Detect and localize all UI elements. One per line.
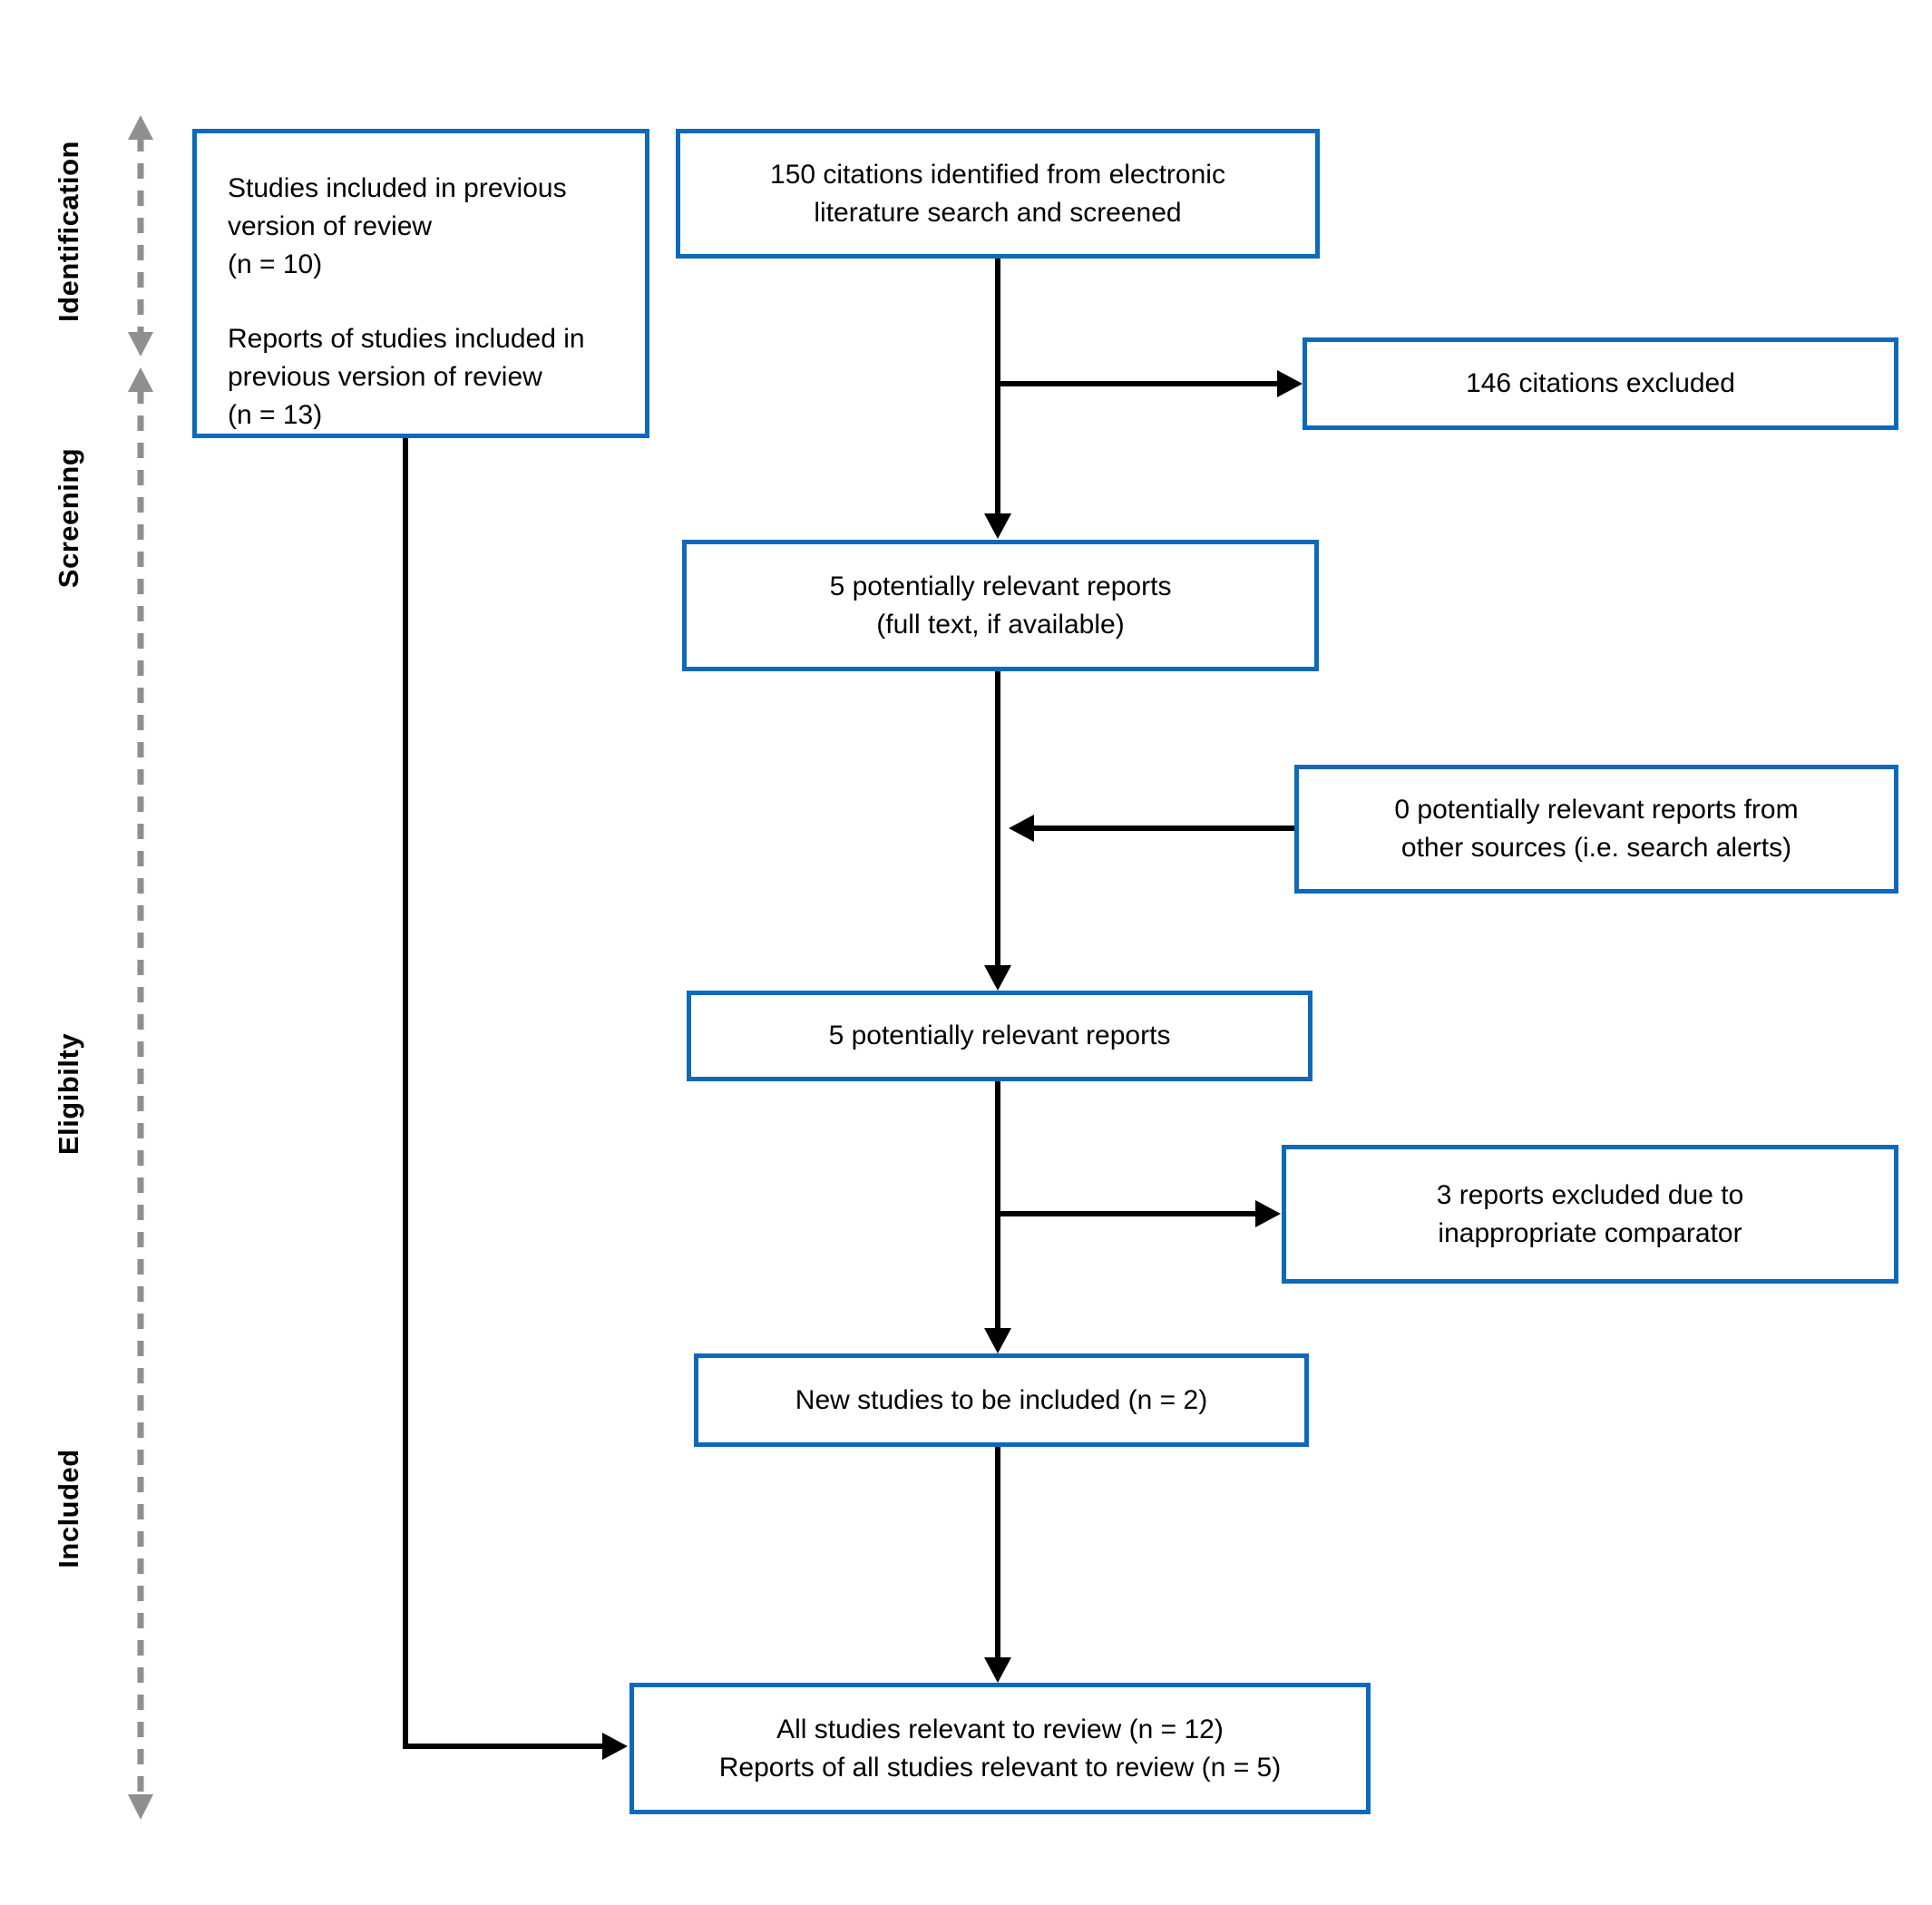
box-other-sources: 0 potentially relevant reports from othe… xyxy=(1294,765,1898,894)
stage-label-screening: Screening xyxy=(53,447,84,589)
box-relevant-reports-fulltext: 5 potentially relevant reports (full tex… xyxy=(682,540,1319,671)
box-text-line: Reports of all studies relevant to revie… xyxy=(718,1752,1282,1783)
box-all-studies: All studies relevant to review (n = 12) … xyxy=(629,1683,1371,1814)
arrowhead-down-icon xyxy=(984,965,1011,991)
box-new-studies: New studies to be included (n = 2) xyxy=(694,1353,1309,1447)
box-text-line: 146 citations excluded xyxy=(1466,368,1735,398)
stage-label-eligibility: Eligibilty xyxy=(53,1032,84,1156)
arrowhead-right-icon xyxy=(1255,1200,1281,1227)
box-text-line: Studies included in previous version of … xyxy=(228,173,567,241)
box-relevant-reports: 5 potentially relevant reports xyxy=(687,991,1312,1081)
box-previous-version-studies: Studies included in previous version of … xyxy=(192,129,649,438)
box-text-line: inappropriate comparator xyxy=(1438,1217,1742,1248)
box-text-line: 0 potentially relevant reports from xyxy=(1394,795,1799,825)
guide-arrow-up-icon xyxy=(128,115,153,140)
box-text-line: (n = 13) xyxy=(228,400,323,430)
previous-studies-paragraph: Studies included in previous version of … xyxy=(228,170,621,284)
guide-arrow-down-icon xyxy=(128,332,153,357)
arrowhead-down-icon xyxy=(984,1328,1011,1353)
arrowhead-right-icon xyxy=(1277,370,1303,397)
box-reports-excluded: 3 reports excluded due to inappropriate … xyxy=(1282,1145,1898,1284)
box-text-line: literature search and screened xyxy=(814,197,1182,228)
box-text-line: 3 reports excluded due to xyxy=(1436,1179,1744,1210)
box-text-line: (n = 10) xyxy=(228,249,323,279)
guide-arrow-down-icon xyxy=(128,1794,153,1820)
box-text-line: New studies to be included (n = 2) xyxy=(795,1384,1208,1415)
box-text-line: Reports of studies included in previous … xyxy=(228,324,585,392)
stage-label-identification: Identification xyxy=(53,141,84,322)
arrowhead-left-icon xyxy=(1009,815,1034,842)
arrowhead-down-icon xyxy=(984,1657,1011,1683)
guide-arrow-up-icon xyxy=(128,367,153,392)
arrowhead-down-icon xyxy=(984,513,1011,539)
box-text-line: 5 potentially relevant reports xyxy=(828,1021,1171,1050)
box-citations-excluded: 146 citations excluded xyxy=(1303,337,1898,430)
box-text-line: 5 potentially relevant reports xyxy=(829,571,1172,601)
box-text-line: other sources (i.e. search alerts) xyxy=(1400,833,1792,863)
box-text-line: All studies relevant to review (n = 12) xyxy=(776,1714,1224,1744)
box-citations-identified: 150 citations identified from electronic… xyxy=(676,129,1320,259)
box-text-line: 150 citations identified from electronic xyxy=(770,159,1225,190)
previous-reports-paragraph: Reports of studies included in previous … xyxy=(228,320,621,435)
box-text-line: (full text, if available) xyxy=(876,609,1125,640)
arrowhead-right-icon xyxy=(602,1733,628,1760)
stage-label-included: Included xyxy=(53,1449,84,1568)
